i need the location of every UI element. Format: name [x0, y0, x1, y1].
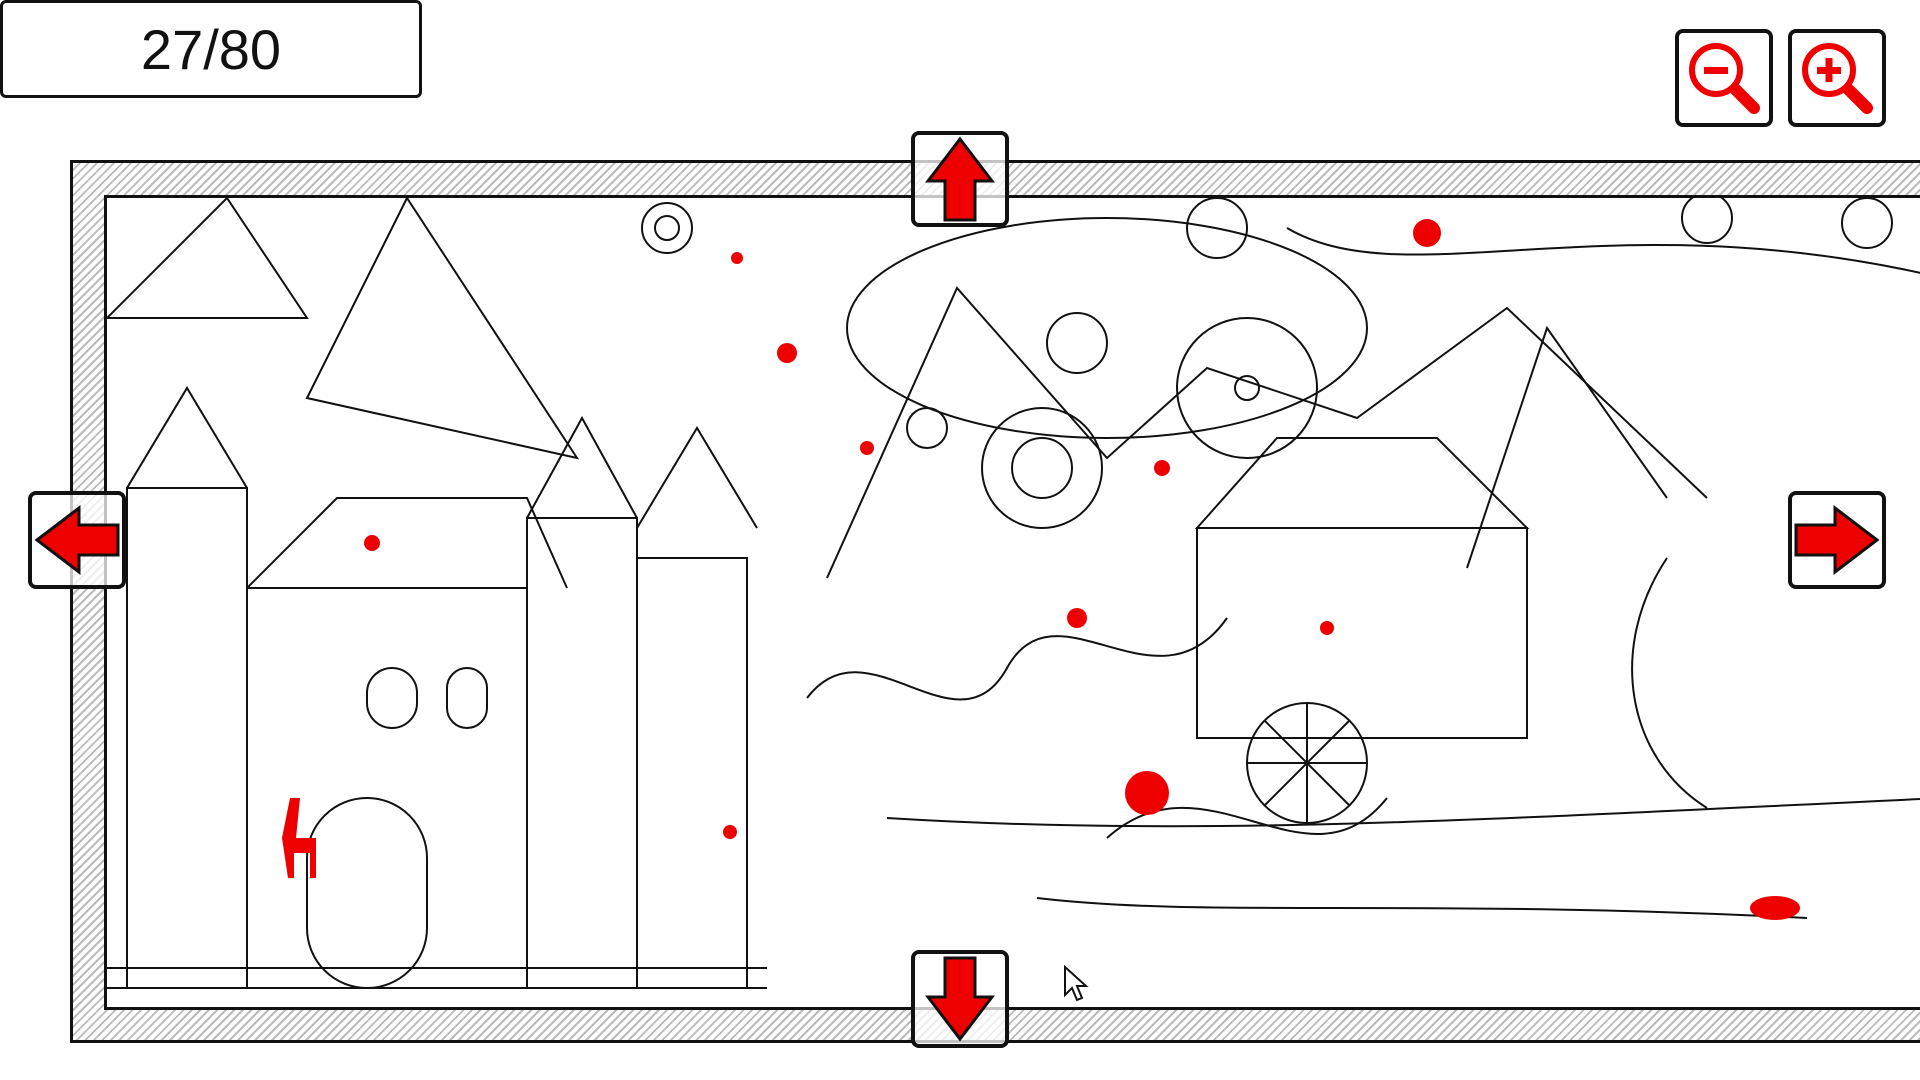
- zoom-in-button[interactable]: [1788, 29, 1886, 127]
- hidden-butterfly: [777, 343, 797, 363]
- zoom-in-icon: [1802, 43, 1873, 114]
- mill-house: [1194, 437, 1530, 824]
- water-and-tentacles: [806, 557, 1920, 919]
- arrow-right-icon: [1794, 505, 1880, 575]
- mouse-cursor-icon: [1064, 965, 1089, 1002]
- airship: [846, 198, 1368, 459]
- hidden-cup: [723, 825, 737, 839]
- found-counter-text: 27/80: [140, 17, 282, 81]
- zoom-out-icon: [1689, 43, 1760, 114]
- hidden-cat: [1125, 771, 1169, 815]
- hidden-seal: [1750, 896, 1800, 920]
- arrow-up-icon: [925, 136, 995, 222]
- pan-right-button[interactable]: [1788, 491, 1886, 589]
- pan-down-button[interactable]: [911, 950, 1009, 1048]
- swirls: [641, 198, 1920, 529]
- hidden-sock: [1320, 621, 1334, 635]
- arrow-down-icon: [925, 956, 995, 1042]
- hidden-heart: [731, 252, 743, 264]
- pan-up-button[interactable]: [911, 131, 1009, 227]
- mountains: [826, 286, 1708, 579]
- hidden-objects: [282, 219, 1800, 920]
- zoom-out-button[interactable]: [1675, 29, 1773, 127]
- hidden-squirrel: [1067, 608, 1087, 628]
- arrow-left-icon: [34, 505, 120, 575]
- hidden-giraffe: [282, 798, 316, 878]
- hidden-leaf: [1413, 219, 1441, 247]
- found-counter: 27/80: [0, 0, 422, 98]
- hidden-flower: [860, 441, 874, 455]
- pan-left-button[interactable]: [28, 491, 126, 589]
- castle: [107, 198, 767, 989]
- hidden-bell: [1154, 460, 1170, 476]
- hidden-bird: [364, 535, 380, 551]
- hidden-object-scene[interactable]: [104, 195, 1920, 1010]
